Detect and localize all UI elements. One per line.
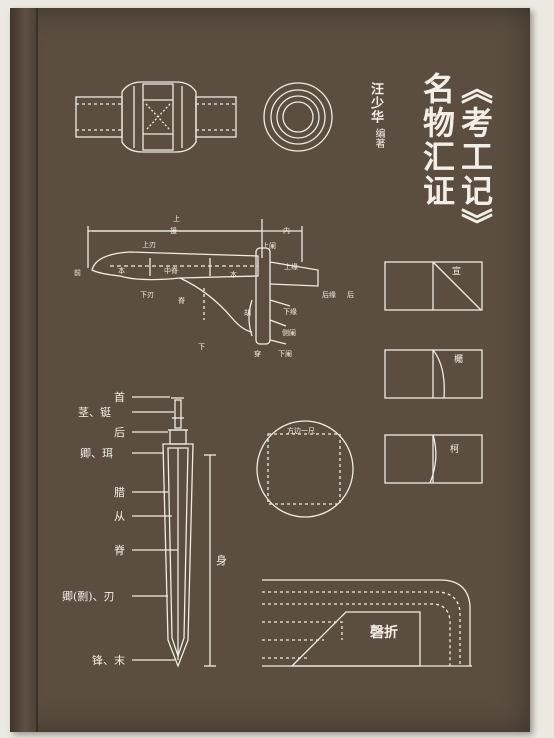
sword-label: 卿、珥 [80,447,113,460]
ge-label: 援 [170,227,177,235]
sword-label: 脊 [114,544,125,557]
angle-label: 欘 [454,355,464,365]
title-line-1: 《考工记》 [456,72,494,242]
sword-label: 首 [114,391,125,404]
ring-drawing [263,82,333,152]
ge-label: 下刃 [140,291,154,299]
ge-label: 上缘 [284,263,298,271]
sword-label: 从 [114,510,125,523]
author-name: 汪少华 [368,82,383,124]
circle-label: 方边一尺 [287,427,315,435]
angle-label: 宣 [452,267,462,277]
sword-label: 后 [114,426,125,439]
sword-drawing [132,396,216,668]
ge-label: 穿 [254,350,261,358]
sword-label: 茎、铤 [78,406,111,419]
ge-label: 上阑 [262,242,276,250]
axle-fitting-drawing [75,81,237,153]
sword-label: 腊 [114,486,125,499]
circle-square-drawing [256,420,354,518]
ge-label: 上 [173,215,180,223]
qingzhe-drawing [262,579,472,667]
ge-label: 脊 [178,297,185,305]
author-role: 编著 [373,128,384,148]
title-line-2: 名物汇证 [418,72,456,208]
ge-label: 本 [118,267,125,275]
ge-label: 中脊 [164,267,178,275]
ge-label: 内 [283,227,290,235]
qingzhe-label: 磬折 [370,625,398,641]
ge-label: 前 [74,269,81,277]
ge-label: 后缘 [322,291,336,299]
sword-body-label: 身 [216,554,227,567]
ge-label: 侧阑 [282,329,296,337]
spine-hinge [36,8,38,732]
ge-label: 后 [347,291,354,299]
angle-label: 柯 [450,445,460,455]
ge-label: 下 [198,343,205,351]
sword-label: 卿(剽)、刃 [62,590,115,603]
ge-label: 本 [230,271,237,279]
book-spine [10,8,38,732]
ge-label: 下阑 [278,350,292,358]
ge-dagger-axe-drawing [87,219,319,345]
ge-label: 下缘 [283,308,297,316]
ge-label: 上刃 [142,241,156,249]
ge-label: 胡 [244,309,251,317]
sword-label: 锋、末 [92,654,125,667]
book-cover [10,8,530,732]
angle-diagrams [384,261,483,484]
